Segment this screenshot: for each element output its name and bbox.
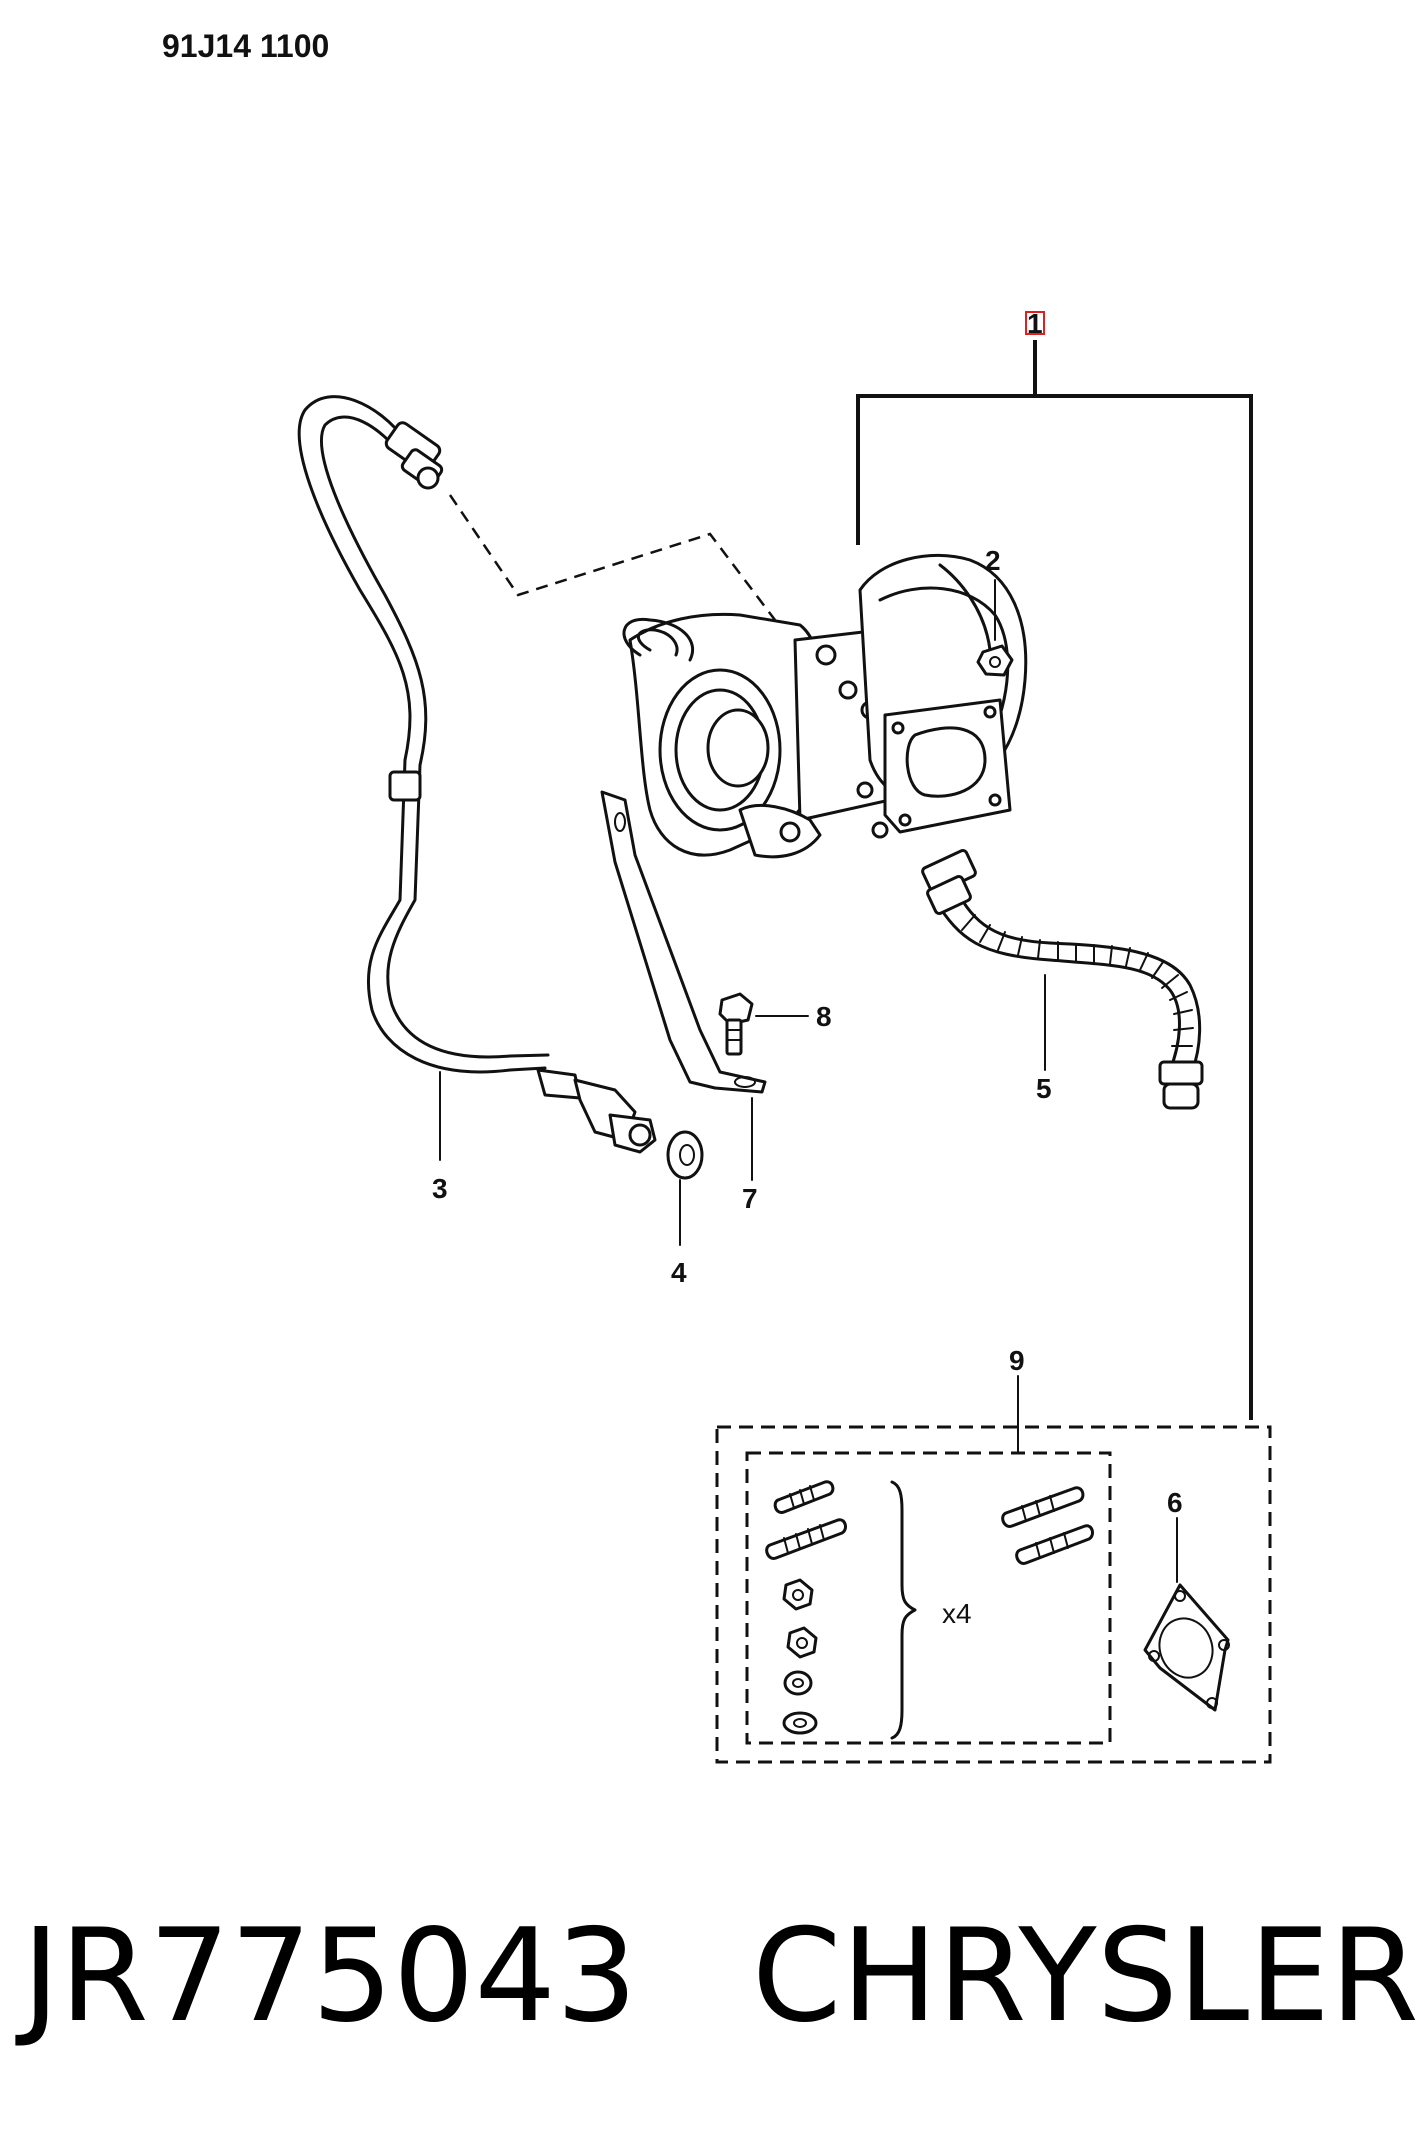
- oil-feed-pipe[interactable]: [297, 395, 657, 1154]
- washer: [782, 1711, 818, 1735]
- turbocharger[interactable]: [622, 553, 1028, 859]
- pipe-clamp: [388, 770, 422, 802]
- brace: [890, 1480, 917, 1740]
- callout-3-label[interactable]: 3: [432, 1173, 448, 1204]
- callout-4-label[interactable]: 4: [671, 1257, 687, 1288]
- oil-return-hose[interactable]: [921, 848, 1204, 1110]
- sealing-washer[interactable]: [666, 1130, 704, 1180]
- part-number: JR775043: [15, 1902, 637, 2051]
- stud: [765, 1518, 847, 1560]
- brand-name: CHRYSLER: [752, 1902, 1419, 2051]
- callout-1-label: 1: [1027, 308, 1043, 339]
- pipe-end-fitting: [536, 1068, 657, 1154]
- callout-7-label[interactable]: 7: [742, 1183, 758, 1214]
- callout-1[interactable]: 1: [1025, 308, 1045, 339]
- assembly-bracket: [856, 340, 1253, 1420]
- callout-8-label[interactable]: 8: [816, 1001, 832, 1032]
- stud: [1015, 1524, 1094, 1565]
- nut: [786, 1626, 818, 1659]
- callout-9-label[interactable]: 9: [1009, 1345, 1025, 1376]
- bracket-bolt[interactable]: [718, 992, 754, 1056]
- kit-outer-box: [715, 1425, 1272, 1764]
- callout-2-label[interactable]: 2: [985, 545, 1001, 576]
- stud: [1001, 1486, 1085, 1528]
- hardware-kit[interactable]: 9: [715, 1345, 1272, 1764]
- support-bracket[interactable]: [600, 790, 767, 1094]
- callout-1-highlight: [1025, 311, 1045, 335]
- pipe-to-turbo-leader: [448, 494, 776, 621]
- stud: [773, 1480, 835, 1514]
- callout-6-label[interactable]: 6: [1167, 1487, 1183, 1518]
- diagram-code: 91J14 1100: [162, 28, 329, 64]
- washer: [783, 1670, 813, 1696]
- nut: [782, 1578, 814, 1611]
- callout-5-label[interactable]: 5: [1036, 1073, 1052, 1104]
- quantity-label: x4: [942, 1598, 972, 1629]
- flange-nut[interactable]: [976, 644, 1014, 677]
- banjo-fitting-top: [384, 421, 444, 490]
- kit-inner-box: [745, 1451, 1112, 1745]
- exhaust-gasket[interactable]: [1143, 1583, 1230, 1712]
